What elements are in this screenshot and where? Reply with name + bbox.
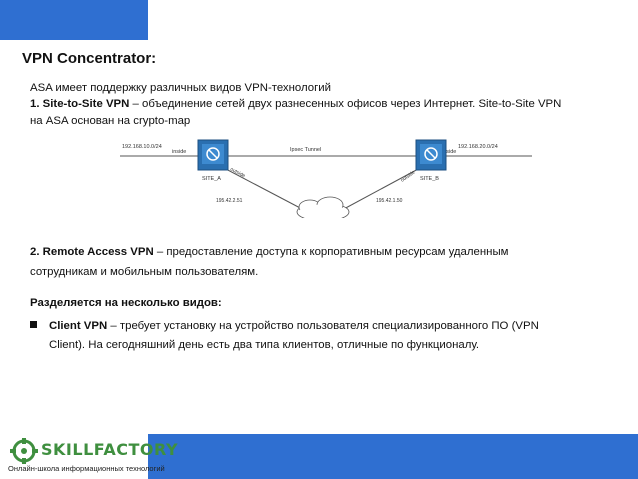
logo-name: SKILLFACTORY <box>41 440 179 459</box>
site-to-site-lead: 1. Site-to-Site VPN <box>30 98 130 110</box>
footer-accent-bar <box>148 434 638 479</box>
site-b-label: SITE_B <box>420 176 439 182</box>
logo-tagline: Онлайн-школа информационных технологий <box>8 464 165 473</box>
inside-right-label: inside <box>442 149 456 155</box>
slide-title: VPN Concentrator: <box>22 50 157 67</box>
outside-link-left <box>223 167 305 211</box>
tunnel-label: Ipsec Tunnel <box>290 147 321 153</box>
remote-access-desc1: – предоставление доступа к корпоративным… <box>153 246 509 258</box>
vpn-topology-diagram: 192.168.10.0/24 inside 192.168.20.0/24 i… <box>120 139 532 218</box>
outside-left-label: outside <box>229 166 246 179</box>
remote-access-line1: 2. Remote Access VPN – предоставление до… <box>30 244 508 261</box>
outside-right-label: outside <box>400 169 417 183</box>
net-left-label: 192.168.10.0/24 <box>122 144 162 150</box>
site-to-site-desc1: – объединение сетей двух разнесенных офи… <box>129 98 562 110</box>
site-to-site-line2: на ASA основан на crypto-map <box>30 115 191 127</box>
ip-right-label: 195.42.1.50 <box>376 198 403 204</box>
internet-cloud-icon <box>296 196 350 218</box>
client-vpn-desc1: – требует установку на устройство пользо… <box>107 320 539 332</box>
inside-left-label: inside <box>172 149 186 155</box>
skillfactory-logo-icon <box>10 438 38 464</box>
site-a-label: SITE_A <box>202 176 221 182</box>
client-vpn-line2: Client). На сегодняшний день есть два ти… <box>49 339 480 351</box>
bullet-square-icon <box>30 321 37 328</box>
types-heading: Разделяется на несколько видов: <box>30 297 222 309</box>
client-vpn-bullet: Client VPN – требует установку на устрой… <box>30 320 539 332</box>
net-right-label: 192.168.20.0/24 <box>458 144 498 150</box>
ip-left-label: 195.42.2.51 <box>216 198 243 204</box>
header-accent-bar <box>0 0 148 40</box>
site-to-site-line1: 1. Site-to-Site VPN – объединение сетей … <box>30 96 561 113</box>
intro-text: ASA имеет поддержку различных видов VPN-… <box>30 82 331 94</box>
client-vpn-lead: Client VPN <box>49 320 108 332</box>
asa-firewall-left-icon <box>197 139 229 171</box>
remote-access-lead: 2. Remote Access VPN <box>30 246 154 258</box>
asa-firewall-right-icon <box>415 139 447 171</box>
outside-link-right <box>341 167 421 211</box>
remote-access-line2: сотрудникам и мобильным пользователям. <box>30 266 259 278</box>
